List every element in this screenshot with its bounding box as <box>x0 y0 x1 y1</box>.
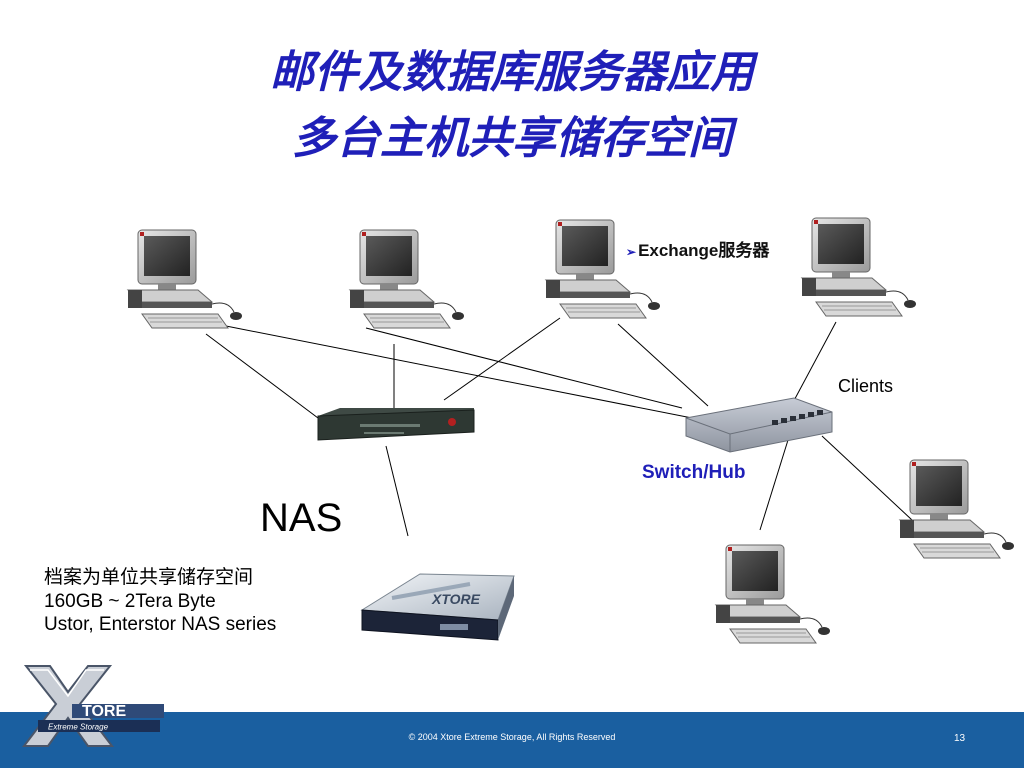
copyright-text: © 2004 Xtore Extreme Storage, All Rights… <box>408 732 616 742</box>
bullet-arrow-icon: ➢ <box>626 245 637 259</box>
nas-label: NAS <box>260 496 343 540</box>
client-computer-5 <box>715 544 831 644</box>
nas-description-line-3: Ustor, Enterstor NAS series <box>44 614 277 635</box>
switch-hub-label: Switch/Hub <box>642 462 746 483</box>
connection-lines <box>205 317 913 537</box>
logo-tagline: Extreme Storage <box>48 723 109 732</box>
exchange-server-label: ➢Exchange服务器 <box>626 236 769 261</box>
nas-head-unit <box>317 408 475 441</box>
client-computer-4 <box>899 459 1015 559</box>
xtore-logo: TORE Extreme Storage <box>21 665 164 747</box>
logo-word: TORE <box>82 703 126 720</box>
switch-hub-device <box>685 397 833 453</box>
client-computer-3 <box>801 217 917 317</box>
slide-title-line-2: 多台主机共享储存空间 <box>292 113 732 164</box>
nas-brand-text: XTORE <box>431 591 481 607</box>
nas-description-line-2: 160GB ~ 2Tera Byte <box>44 590 216 612</box>
exchange-server-text: Exchange服务器 <box>638 241 770 260</box>
footer-bar <box>0 712 1024 768</box>
nas-storage-appliance: XTORE <box>360 573 515 641</box>
clients-label: Clients <box>838 376 894 396</box>
nas-description: 档案为单位共享储存空间 160GB ~ 2Tera Byte Ustor, En… <box>44 566 276 637</box>
xtore-logo-mark <box>21 665 164 747</box>
client-computer-1 <box>127 229 243 329</box>
client-computer-2 <box>349 229 465 329</box>
nas-description-line-1: 档案为单位共享储存空间 <box>44 567 254 588</box>
exchange-server-computer <box>545 219 661 319</box>
page-number: 13 <box>954 733 966 744</box>
slide-title-line-1: 邮件及数据库服务器应用 <box>270 47 754 98</box>
